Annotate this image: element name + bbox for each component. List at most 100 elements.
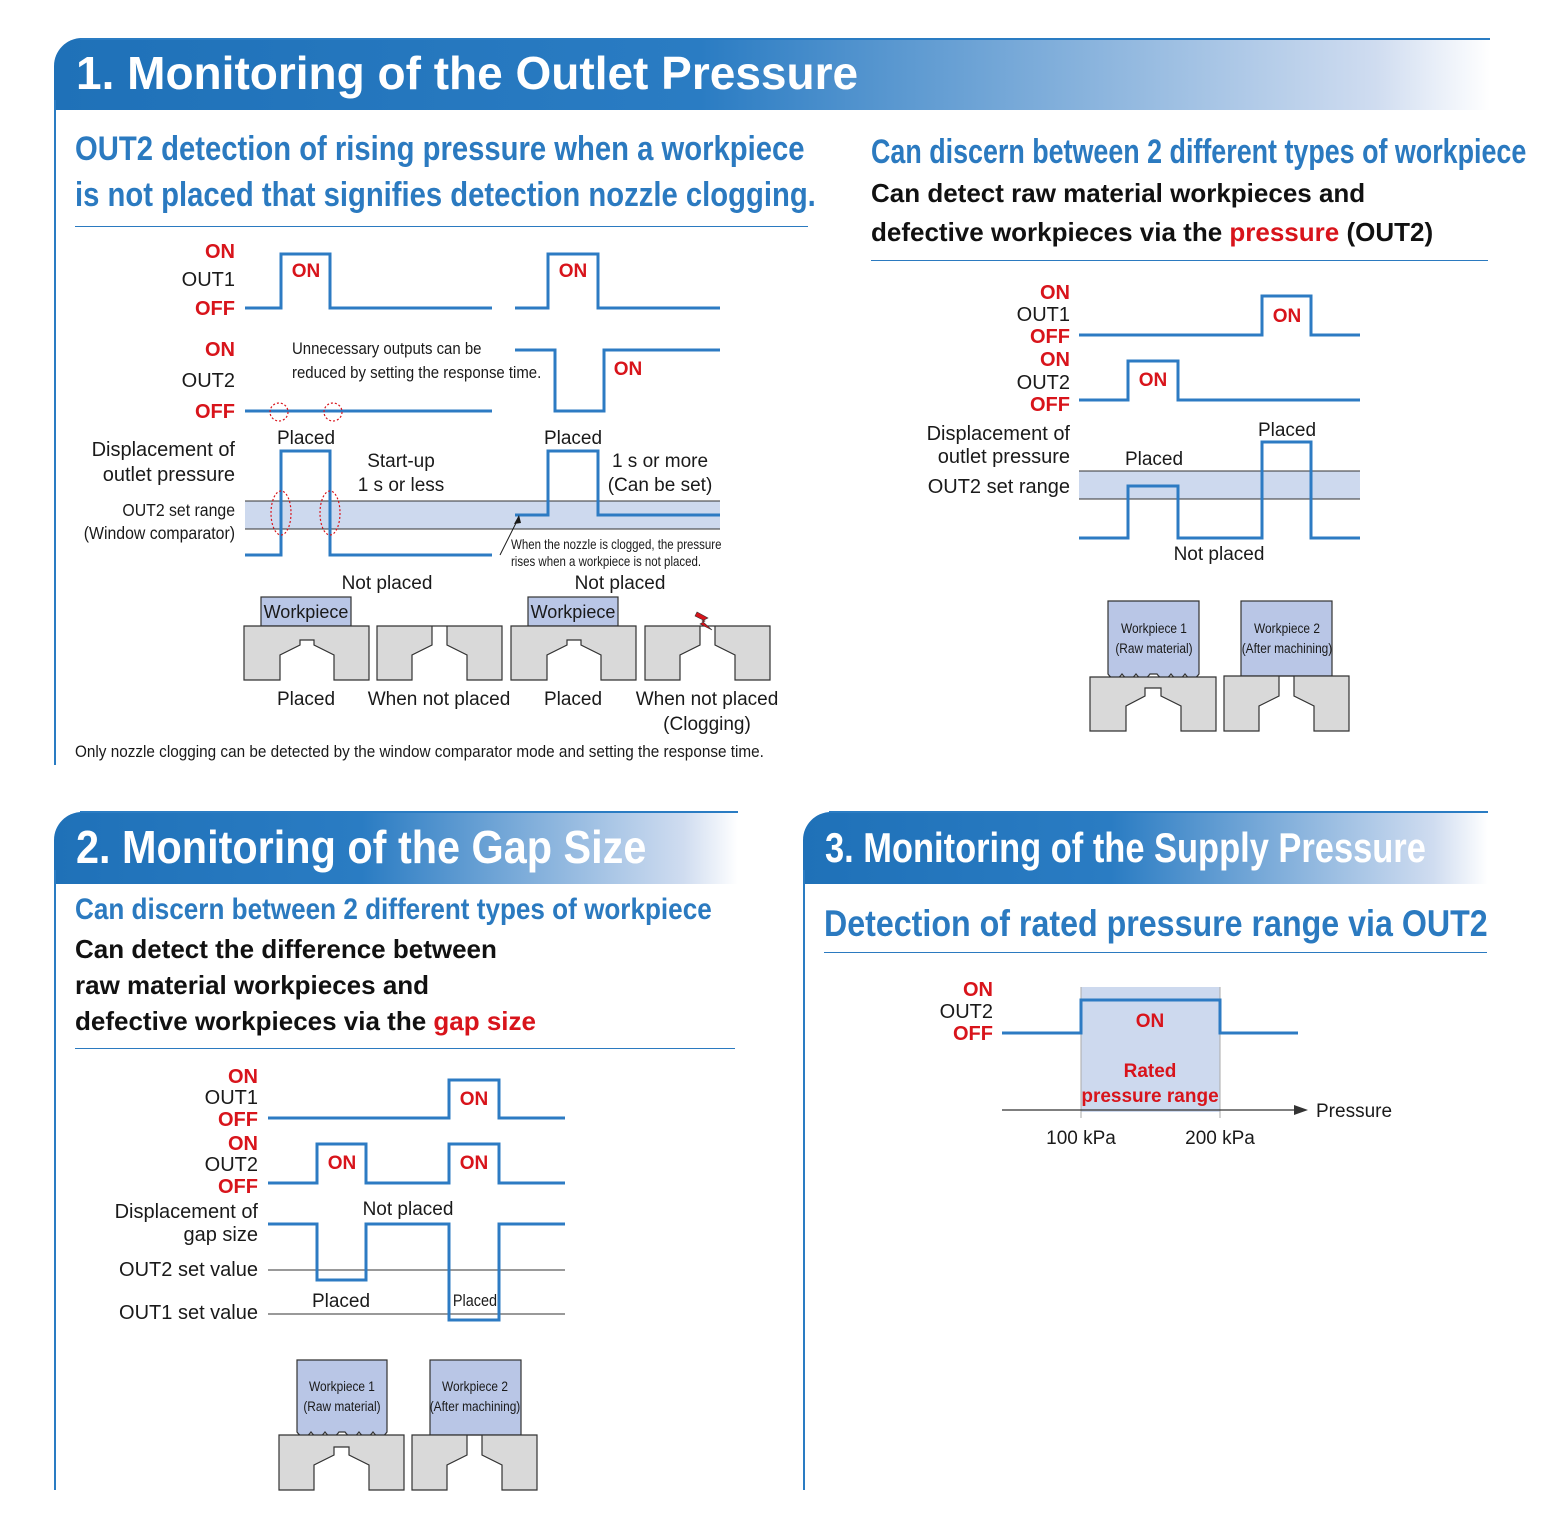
s2-workpiece1-illustration: Workpiece 1 (Raw material) (278, 1359, 405, 1491)
s1-displacement-1: Displacement of (92, 439, 236, 461)
s1-out1-pulse1-on: ON (292, 261, 321, 282)
s1r-placed-1: Placed (1125, 449, 1183, 470)
s1-clog-arrow (499, 518, 519, 556)
s1-placed-2: Placed (544, 428, 602, 449)
s1-workpiece-1-label: Workpiece (264, 602, 349, 622)
s1r-workpiece1-illustration: Workpiece 1 (Raw material) (1089, 600, 1217, 732)
s3-pressure-arrowhead (1294, 1105, 1308, 1115)
s1-unnecessary-2: reduced by setting the response time. (292, 364, 541, 382)
s1r-workpiece1-body (1107, 600, 1200, 680)
s1r-out2-pulse-on: ON (1139, 370, 1168, 391)
s2-out1-off: OFF (218, 1109, 258, 1131)
s1-nozzle-placed-2: Workpiece (510, 596, 637, 681)
s1-right-sub-2: defective workpieces via the pressure (O… (871, 217, 1433, 248)
s1-workpiece-2-label: Workpiece (531, 602, 616, 622)
s1r-out1-off: OFF (1030, 326, 1070, 348)
s1-out2-pulse-on: ON (614, 359, 643, 380)
s1r-out2-on: ON (1040, 349, 1070, 371)
s1-startup-1: Start-up (367, 451, 435, 472)
s2-out2-off: OFF (218, 1176, 258, 1198)
s1-displacement-signal-b (515, 449, 720, 517)
s1-out2-suppressed-1 (269, 402, 289, 422)
section3-title: 3. Monitoring of the Supply Pressure (825, 824, 1426, 871)
s1-out2-suppressed-2 (323, 402, 343, 422)
s1-nozzle-body-1 (243, 625, 370, 681)
s2-out1-signal (268, 1078, 565, 1120)
s2-displacement-2: gap size (184, 1224, 259, 1246)
s1-cap-not-placed-1: When not placed (368, 689, 511, 710)
s1-crossing-marker-2 (319, 490, 341, 536)
s1-clog-note-2: rises when a workpiece is not placed. (511, 553, 701, 569)
s1-left-timing-diagram: ON OUT1 OFF ON ON ON OUT2 OFF ON Unneces… (84, 241, 779, 735)
s2-sub-3-pre: defective workpieces via the (75, 1006, 434, 1036)
s1-nozzle-not-placed-1 (376, 625, 503, 681)
s1-clog-debris-icon (694, 611, 713, 631)
s2-sub-1: Can detect the difference between (75, 934, 497, 964)
s1-nozzle-body-2 (376, 625, 503, 681)
s1-left-heading-2: is not placed that signifies detection n… (75, 176, 816, 214)
s2-out2-set: OUT2 set value (119, 1259, 258, 1281)
section1-header: 1. Monitoring of the Outlet Pressure (54, 38, 1490, 110)
s1-right-sub-2-post: (OUT2) (1339, 217, 1434, 247)
s1r-out2-signal (1079, 359, 1360, 402)
s1r-wp2-line1: Workpiece 2 (1254, 620, 1320, 636)
s3-out2-label: OUT2 (940, 1001, 993, 1023)
s1-not-placed-1: Not placed (342, 573, 433, 594)
s2-not-placed: Not placed (363, 1199, 454, 1220)
s3-heading-underline (824, 952, 1487, 953)
s3-rated-1: Rated (1124, 1061, 1177, 1082)
s3-rated-2: pressure range (1081, 1086, 1218, 1107)
s1-out2-off: OFF (195, 401, 235, 423)
s1-placed-1: Placed (277, 428, 335, 449)
s1r-workpiece2-illustration: Workpiece 2 (After machining) (1223, 600, 1350, 732)
s2-sub-3: defective workpieces via the gap size (75, 1006, 536, 1037)
s2-out1-label: OUT1 (205, 1087, 258, 1109)
section2-left-border (54, 870, 56, 1490)
s1-not-placed-2: Not placed (575, 573, 666, 594)
s2-placed-1: Placed (312, 1291, 370, 1312)
s1-nozzle-body-4 (644, 625, 771, 681)
s1r-nozzle2 (1223, 675, 1350, 732)
s2-out2-pulse1-on: ON (328, 1153, 357, 1174)
section2-top-rule (80, 811, 738, 813)
s2-displacement-1: Displacement of (115, 1201, 259, 1223)
s3-heading: Detection of rated pressure range via OU… (824, 903, 1488, 944)
s3-on-label: ON (1136, 1011, 1165, 1032)
s1-right-sub-2-pre: defective workpieces via the (871, 217, 1230, 247)
s1r-set-range: OUT2 set range (928, 476, 1070, 498)
s2-out2-label: OUT2 (205, 1154, 258, 1176)
s1r-workpiece2-body (1240, 600, 1333, 677)
s1-out1-off: OFF (195, 298, 235, 320)
s2-out2-pulse2-on: ON (460, 1153, 489, 1174)
s1-right-timing-diagram: ON OUT1 OFF ON ON OUT2 OFF ON Displaceme… (927, 282, 1360, 732)
s1-nozzle-placed-1: Workpiece (243, 596, 370, 681)
s2-wp1-line1: Workpiece 1 (309, 1378, 375, 1394)
s2-nozzle1 (278, 1434, 405, 1491)
s1r-nozzle1 (1089, 676, 1217, 732)
s1-cap-clogging: (Clogging) (663, 714, 751, 735)
s1-displacement-signal-a (245, 449, 492, 557)
s1-cap-not-placed-2: When not placed (636, 689, 779, 710)
s1-startup-2: 1 s or less (358, 475, 445, 496)
s1r-not-placed: Not placed (1174, 544, 1265, 565)
s2-wp2-line1: Workpiece 2 (442, 1378, 508, 1394)
s1-out2-signal-b (515, 348, 720, 413)
s1r-out1-signal (1079, 294, 1360, 337)
s1r-out2-off: OFF (1030, 394, 1070, 416)
s1r-out1-pulse-on: ON (1273, 306, 1302, 327)
s1-left-heading-1: OUT2 detection of rising pressure when a… (75, 130, 805, 168)
s1-displacement-2: outlet pressure (103, 464, 235, 486)
s1-nozzle-body-3 (510, 625, 637, 681)
s2-out1-on: ON (228, 1066, 258, 1088)
section1-top-rule (80, 38, 1490, 40)
s1-set-range-2: (Window comparator) (84, 523, 235, 543)
s2-workpiece1-body (296, 1359, 388, 1438)
s3-tick-200: 200 kPa (1185, 1128, 1255, 1149)
section3-top-rule (829, 811, 1488, 813)
s1-out2-on: ON (205, 339, 235, 361)
s3-out2-off: OFF (953, 1023, 993, 1045)
s1-more-1: 1 s or more (612, 451, 708, 472)
s2-nozzle2 (411, 1434, 538, 1491)
s1r-window-range (1079, 471, 1360, 499)
